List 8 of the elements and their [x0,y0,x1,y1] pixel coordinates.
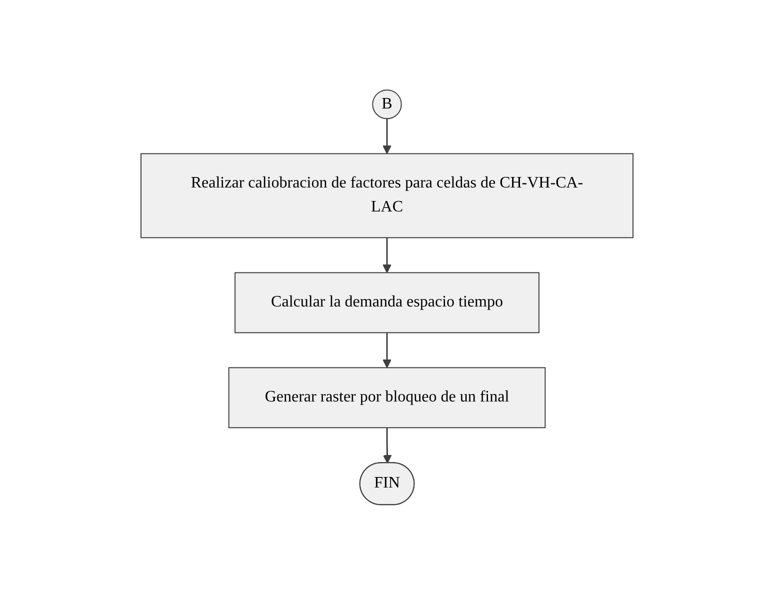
arrow [382,237,392,273]
arrow [382,118,392,154]
arrow [382,332,392,368]
node-circle: B [372,89,402,119]
arrow [382,427,392,464]
node-box: Realizar caliobracion de factores para celdas de CH-VH-CA-LAC [140,152,634,238]
node-box: Generar raster por bloqueo de un final [228,366,546,428]
node-box: Calcular la demanda espacio tiempo [234,272,540,333]
